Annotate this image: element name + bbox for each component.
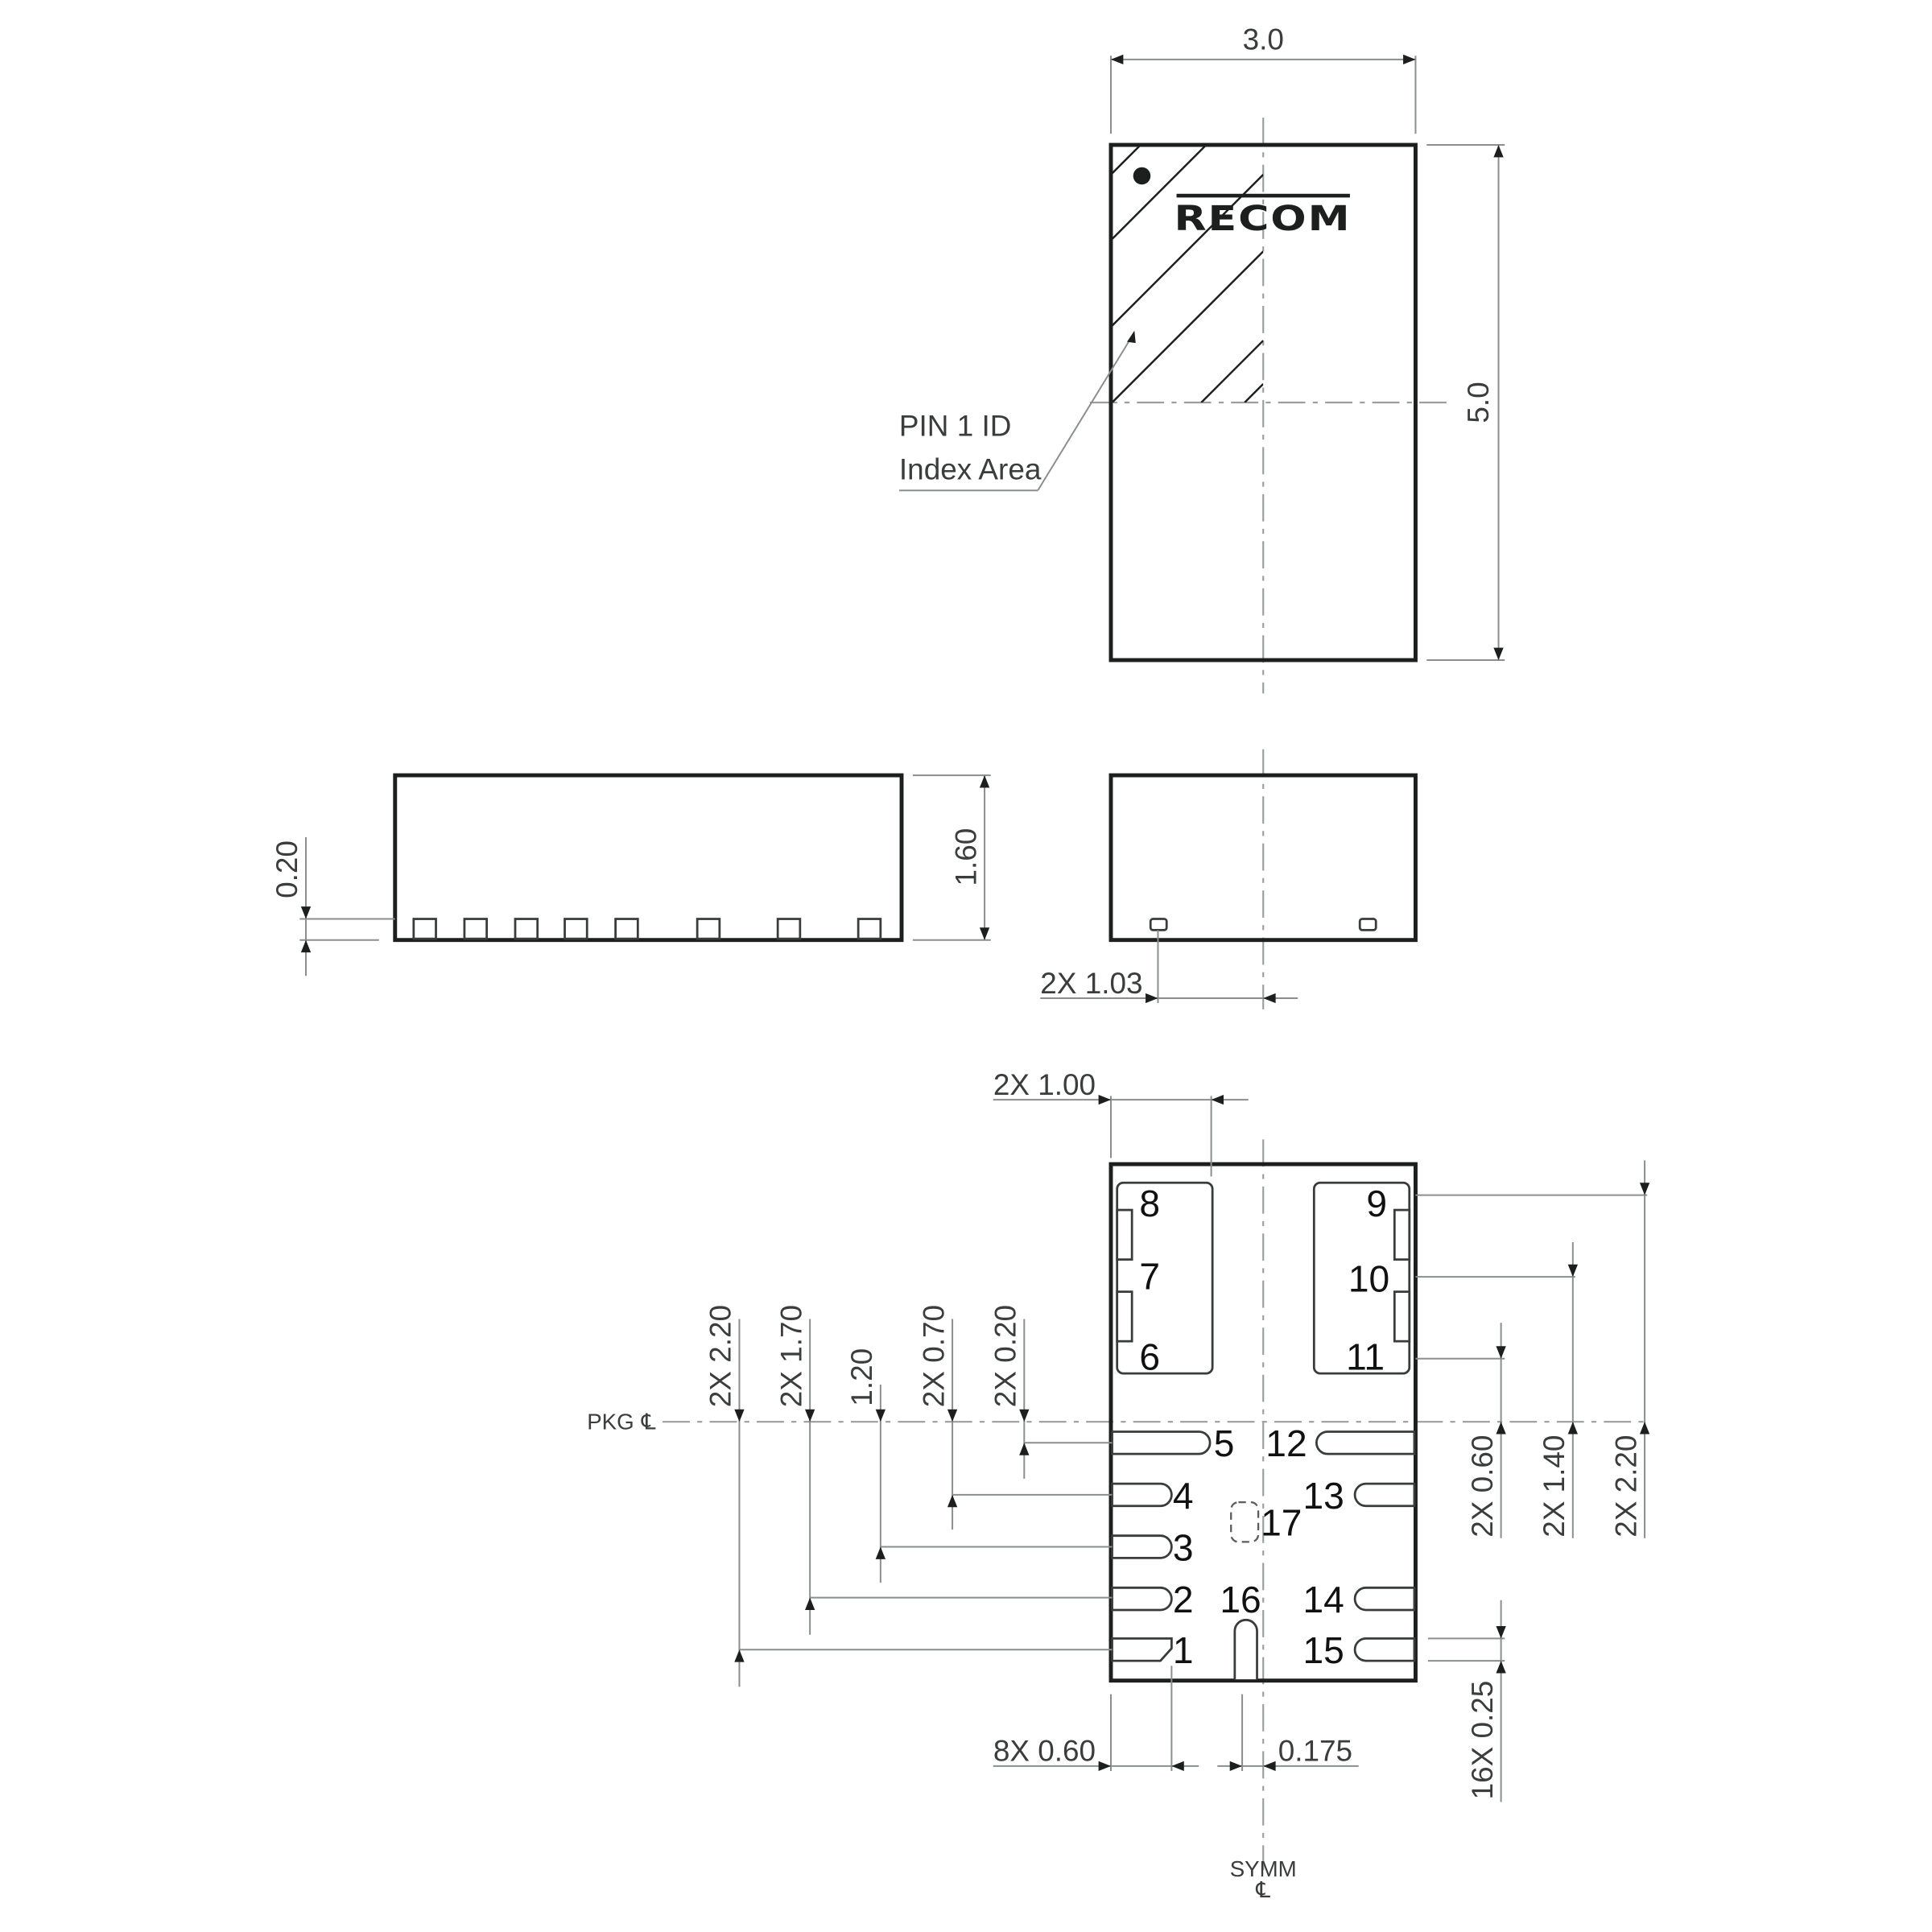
side-view-long: 1.60 0.20 — [270, 773, 991, 976]
package-body-top — [1108, 142, 1418, 663]
top-height-dim: 5.0 — [1462, 382, 1495, 423]
pin-label-11: 11 — [1346, 1336, 1385, 1378]
pad-16 — [1233, 1618, 1258, 1680]
pin-label-14: 14 — [1302, 1579, 1344, 1620]
pin-label-12: 12 — [1265, 1422, 1307, 1464]
pin-label-7: 7 — [1139, 1256, 1160, 1298]
pin1-callout-line2: Index Area — [899, 452, 1042, 485]
bottom-pitch-dim: 8X 0.60 — [993, 1735, 1096, 1768]
pin1-callout-line1: PIN 1 ID — [899, 410, 1011, 443]
package-body-side-long — [393, 773, 904, 943]
pkg-centerline-symbol: ℄ — [641, 1409, 656, 1434]
left-dim-2x2-20: 2X 2.20 — [704, 1305, 737, 1407]
left-dim-2x1-70: 2X 1.70 — [774, 1305, 807, 1407]
brand-logo-text: RECOM — [1174, 199, 1351, 239]
top-width-dim: 3.0 — [1243, 23, 1284, 56]
pin-label-5: 5 — [1214, 1422, 1235, 1464]
pin-label-15: 15 — [1302, 1629, 1344, 1671]
pin-label-9: 9 — [1366, 1183, 1387, 1224]
left-dim-2x0-20: 2X 0.20 — [989, 1305, 1022, 1407]
pin-label-13: 13 — [1302, 1475, 1344, 1517]
pin1-dot-icon — [1133, 167, 1151, 185]
side-view-short: 2X 1.03 — [1040, 749, 1418, 1009]
pin1-index-hatch — [1112, 146, 1264, 402]
bottom-view: 8 7 6 9 10 11 5 4 3 2 1 12 13 14 15 16 1… — [587, 1068, 1650, 1902]
pin-label-17: 17 — [1261, 1502, 1302, 1544]
symm-label: SYMM — [1230, 1856, 1297, 1881]
side-height-dim: 1.60 — [949, 828, 982, 886]
pad-right-large — [1312, 1181, 1411, 1375]
offset-dim: 0.175 — [1278, 1735, 1352, 1768]
pad-height-dim: 16X 0.25 — [1466, 1681, 1499, 1800]
pin-label-10: 10 — [1348, 1258, 1389, 1300]
right-dim-2x0-60: 2X 0.60 — [1466, 1435, 1499, 1538]
pin-label-6: 6 — [1139, 1336, 1160, 1378]
symm-centerline-symbol: ℄ — [1255, 1877, 1270, 1902]
standoff-dim: 0.20 — [270, 840, 303, 898]
package-body-side-short — [1108, 773, 1418, 943]
pad-width-dim: 2X 1.00 — [993, 1068, 1096, 1101]
pin-label-3: 3 — [1173, 1526, 1194, 1568]
recom-logo: RECOM — [1174, 193, 1351, 239]
pin-label-1: 1 — [1173, 1629, 1194, 1671]
pin-label-4: 4 — [1173, 1475, 1194, 1517]
top-view: 3.0 5.0 RECOM — [898, 23, 1505, 694]
right-dim-2x2-20: 2X 2.20 — [1609, 1435, 1642, 1538]
pkg-centerline-label: PKG — [587, 1409, 634, 1434]
pad-17 — [1230, 1501, 1260, 1543]
left-dim-1-20: 1.20 — [845, 1348, 878, 1406]
pin-label-2: 2 — [1173, 1579, 1194, 1620]
pin-label-16: 16 — [1220, 1579, 1261, 1620]
right-dim-2x1-40: 2X 1.40 — [1538, 1435, 1571, 1538]
terminal-offset-dim: 2X 1.03 — [1040, 967, 1142, 1000]
left-dim-2x0-70: 2X 0.70 — [917, 1305, 950, 1407]
pin-label-8: 8 — [1139, 1183, 1160, 1224]
pad-left-large — [1116, 1181, 1214, 1375]
package-body-bottom — [1108, 1162, 1418, 1683]
